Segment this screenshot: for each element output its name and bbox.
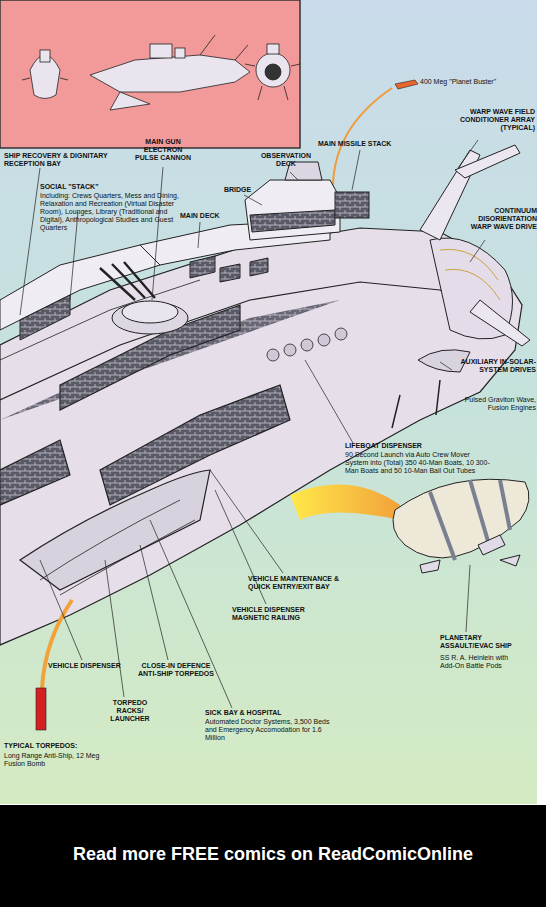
callout-label: SHIP RECOVERY & DIGNITARY RECEPTION BAY: [4, 152, 144, 168]
torpedo-trail: [42, 600, 72, 688]
inset-views: [22, 35, 300, 110]
views-inset: [0, 0, 300, 148]
leader-lines: [20, 140, 485, 708]
warp-drive: [392, 145, 530, 428]
callout-label: Automated Doctor Systems, 3,500 Beds and…: [205, 718, 340, 742]
planet-buster: [395, 80, 418, 89]
callout-label: SICK BAY & HOSPITAL: [205, 709, 340, 717]
callout-label: MAIN GUN ELECTRON PULSE CANNON: [132, 138, 194, 162]
callout-label: Including: Crews Quarters, Mess and Dini…: [40, 192, 180, 232]
callout-label: MAIN MISSILE STACK: [318, 140, 408, 148]
callout-label: VEHICLE MAINTENANCE & QUICK ENTRY/EXIT B…: [248, 575, 358, 591]
callout-label: VEHICLE DISPENSER MAGNETIC RAILING: [232, 606, 342, 622]
callout-label: Long Range Anti-Ship, 12 Meg Fusion Bomb: [4, 752, 114, 768]
callout-label: LIFEBOAT DISPENSER: [345, 442, 495, 450]
callout-label: 400 Meg "Planet Buster": [420, 78, 530, 86]
callout-label: BRIDGE: [224, 186, 264, 194]
callout-label: 90 Second Launch via Auto Crew Mover Sys…: [345, 451, 495, 475]
banner-band: Read more FREE comics on ReadComicOnline: [0, 805, 546, 907]
callout-label: SOCIAL "STACK": [40, 183, 170, 191]
banner-text: Read more FREE comics on ReadComicOnline: [0, 805, 546, 865]
lifeboat-ports: [267, 328, 347, 361]
torpedo: [36, 688, 46, 730]
callout-label: TYPICAL TORPEDOS:: [4, 742, 114, 750]
background: [0, 0, 537, 804]
callout-label: AUXILIARY IN-SOLAR-SYSTEM DRIVES: [456, 358, 536, 374]
deck-structures: [0, 162, 369, 340]
callout-label: TORPEDO RACKS/ LAUNCHER: [100, 699, 160, 723]
callout-label: MAIN DECK: [180, 212, 230, 220]
callout-label: PLANETARY ASSAULT/EVAC SHIP: [440, 634, 528, 650]
exhaust-trail: [290, 485, 400, 520]
callout-label: WARP WAVE FIELD CONDITIONER ARRAY (TYPIC…: [455, 108, 535, 132]
callout-label: VEHICLE DISPENSER: [48, 662, 128, 670]
ship-hull: [0, 228, 522, 645]
callout-label: CLOSE-IN DEFENCE ANTI-SHIP TORPEDOS: [136, 662, 216, 678]
callout-label: SS R. A. Heinlein with Add-On Battle Pod…: [440, 654, 520, 670]
callout-label: CONTINUUM DISORIENTATION WARP WAVE DRIVE: [465, 207, 537, 231]
assault-ship: [393, 479, 529, 573]
callout-label: Pulsed Graviton Wave, Fusion Engines: [456, 396, 536, 412]
callout-label: OBSERVATION DECK: [255, 152, 317, 168]
